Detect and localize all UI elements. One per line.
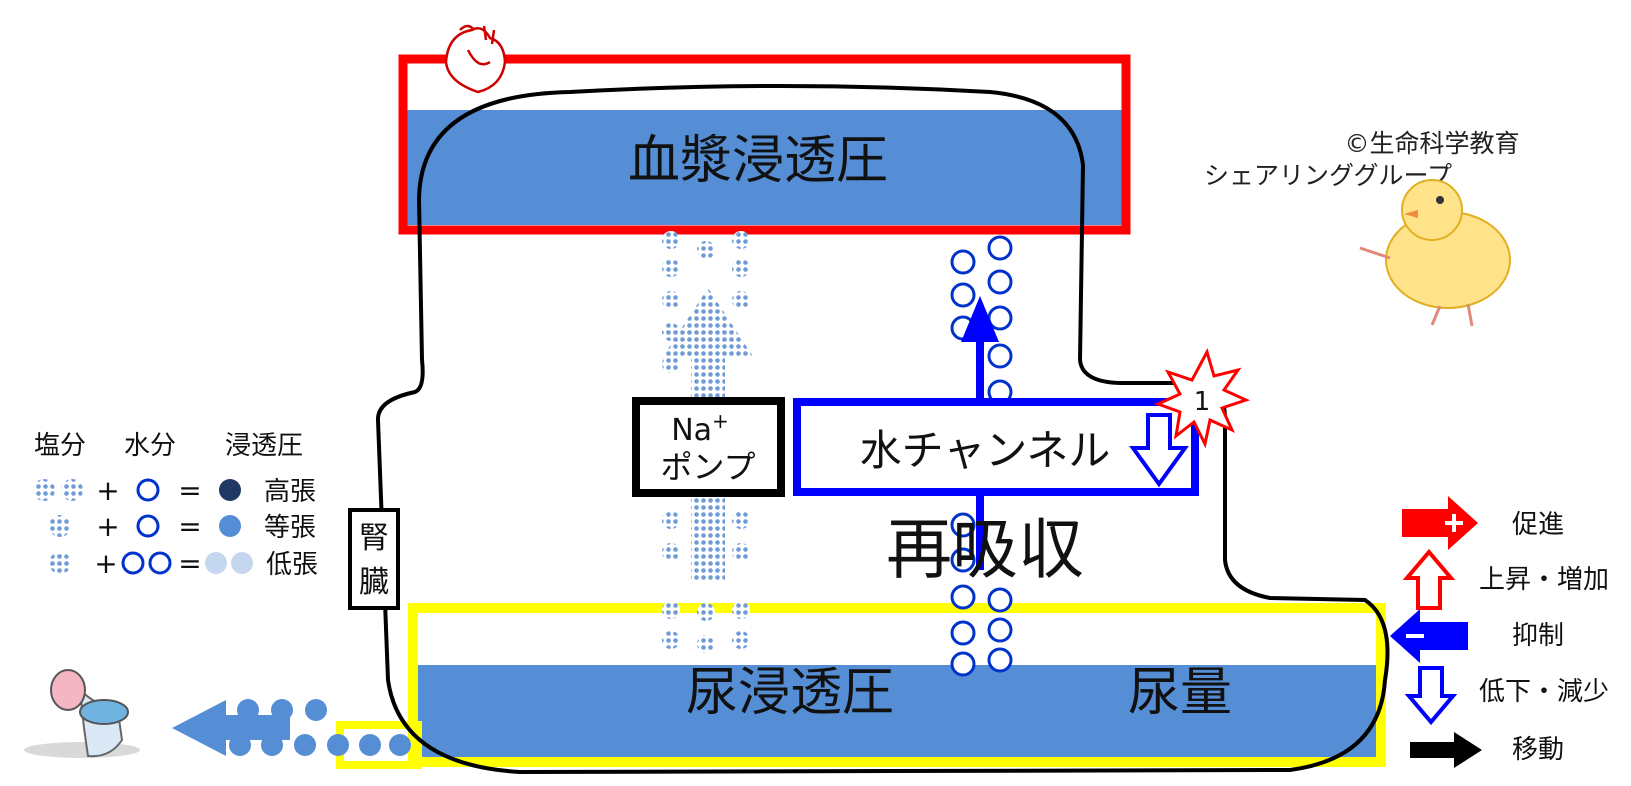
isotonic-dot-icon bbox=[219, 515, 241, 537]
kidney-outline bbox=[376, 84, 1390, 775]
badge-burst-icon bbox=[1154, 348, 1251, 449]
legend-equals: = bbox=[178, 510, 201, 543]
black-right-arrow-icon bbox=[1410, 732, 1482, 768]
pump-label: ポンプ bbox=[660, 448, 755, 486]
legend-header-water: 水分 bbox=[124, 431, 176, 461]
legend-header-osmotic: 浸透圧 bbox=[225, 431, 303, 461]
chick-icon bbox=[1359, 179, 1511, 327]
blue-minus-arrow-icon bbox=[1390, 609, 1468, 663]
water-channel-label: 水チャンネル bbox=[860, 426, 1111, 475]
reabsorption-label: 再吸収 bbox=[886, 511, 1084, 588]
legend-label-hypertonic: 高張 bbox=[264, 477, 316, 507]
water-ring-icon bbox=[136, 478, 160, 502]
urine-fill bbox=[418, 665, 1376, 757]
red-plus-arrow-icon bbox=[1402, 496, 1478, 550]
urine-osmotic-label: 尿浸透圧 bbox=[686, 663, 894, 723]
legend-header-salt: 塩分 bbox=[34, 431, 86, 461]
salt-dot-icon bbox=[61, 479, 83, 501]
legend-plus: + bbox=[96, 510, 119, 543]
legend-label-decrease: 低下・減少 bbox=[1479, 677, 1609, 707]
kidney-label-box bbox=[348, 508, 400, 610]
na-pump-box bbox=[632, 397, 785, 497]
water-rings-column bbox=[950, 235, 1013, 677]
legend-label-move: 移動 bbox=[1512, 735, 1564, 765]
excretion-left-arrow bbox=[172, 700, 290, 756]
water-channel-box bbox=[793, 398, 1199, 496]
urine-box bbox=[408, 603, 1386, 767]
legend-equals: = bbox=[178, 547, 201, 580]
hypertonic-dot-icon bbox=[219, 479, 241, 501]
credit-line-1: ©生命科学教育 bbox=[1344, 129, 1519, 158]
kidney-char-2: 臓 bbox=[359, 565, 389, 600]
red-up-arrow-icon bbox=[1402, 548, 1456, 610]
salt-dot-icon bbox=[49, 552, 71, 574]
heart-icon bbox=[444, 24, 507, 94]
hypotonic-dot-icon bbox=[231, 552, 253, 574]
legend-label-inhibit: 抑制 bbox=[1512, 621, 1564, 651]
water-ring-icon bbox=[136, 514, 160, 538]
legend-label-isotonic: 等張 bbox=[264, 513, 316, 543]
legend-label-promote: 促進 bbox=[1512, 510, 1564, 540]
kidney-char-1: 腎 bbox=[359, 521, 389, 556]
na-label: Na+ bbox=[671, 409, 729, 448]
salt-dots-column bbox=[662, 231, 750, 653]
credit-line-2: シェアリンググループ bbox=[1204, 161, 1452, 190]
water-ring-icon bbox=[148, 551, 172, 575]
plasma-fill bbox=[407, 110, 1122, 225]
hypotonic-dot-icon bbox=[205, 552, 227, 574]
salt-dot-icon bbox=[49, 515, 71, 537]
legend-equals: = bbox=[178, 474, 201, 507]
water-ring-icon bbox=[121, 551, 145, 575]
legend-label-hypotonic: 低張 bbox=[266, 550, 318, 580]
plasma-box bbox=[398, 54, 1131, 235]
toilet-icon bbox=[24, 669, 140, 758]
blue-down-arrow-icon bbox=[1129, 413, 1189, 488]
urine-volume-label: 尿量 bbox=[1128, 663, 1232, 723]
badge-number: 1 bbox=[1194, 387, 1211, 417]
plasma-osmotic-label: 血漿浸透圧 bbox=[628, 131, 888, 191]
legend-plus: + bbox=[96, 474, 119, 507]
legend-plus: + bbox=[94, 547, 117, 580]
blue-down-arrow-icon bbox=[1404, 666, 1458, 726]
salt-dot-icon bbox=[33, 479, 55, 501]
legend-label-increase: 上昇・増加 bbox=[1479, 565, 1609, 595]
plus-sign-icon bbox=[1445, 514, 1463, 532]
